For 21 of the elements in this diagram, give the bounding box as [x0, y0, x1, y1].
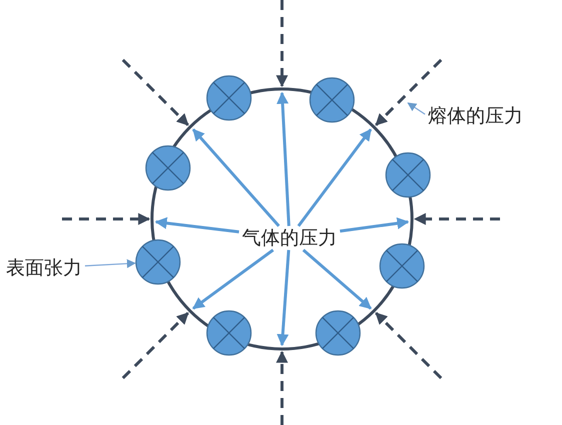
crossed-circle — [205, 309, 253, 357]
arrow — [302, 248, 372, 310]
label-text: 表面张力 — [6, 256, 82, 280]
arrow — [154, 217, 240, 234]
arrow — [297, 128, 372, 227]
label-text: 气体的压力 — [242, 226, 337, 250]
crossed-circle — [308, 76, 356, 124]
arrow — [276, 92, 290, 226]
arrow — [340, 217, 410, 233]
crossed-circle — [378, 242, 426, 290]
arrow — [192, 128, 280, 227]
leader-line — [407, 102, 426, 115]
label-text: 熔体的压力 — [428, 104, 523, 128]
crossed-circle — [314, 309, 362, 357]
crossed-circle — [134, 238, 182, 286]
crossed-circle — [384, 151, 432, 199]
arrow — [192, 248, 274, 310]
leader-line — [84, 259, 136, 268]
crossed-circle — [144, 144, 192, 192]
crossed-circle — [205, 74, 253, 122]
arrow — [276, 250, 290, 346]
